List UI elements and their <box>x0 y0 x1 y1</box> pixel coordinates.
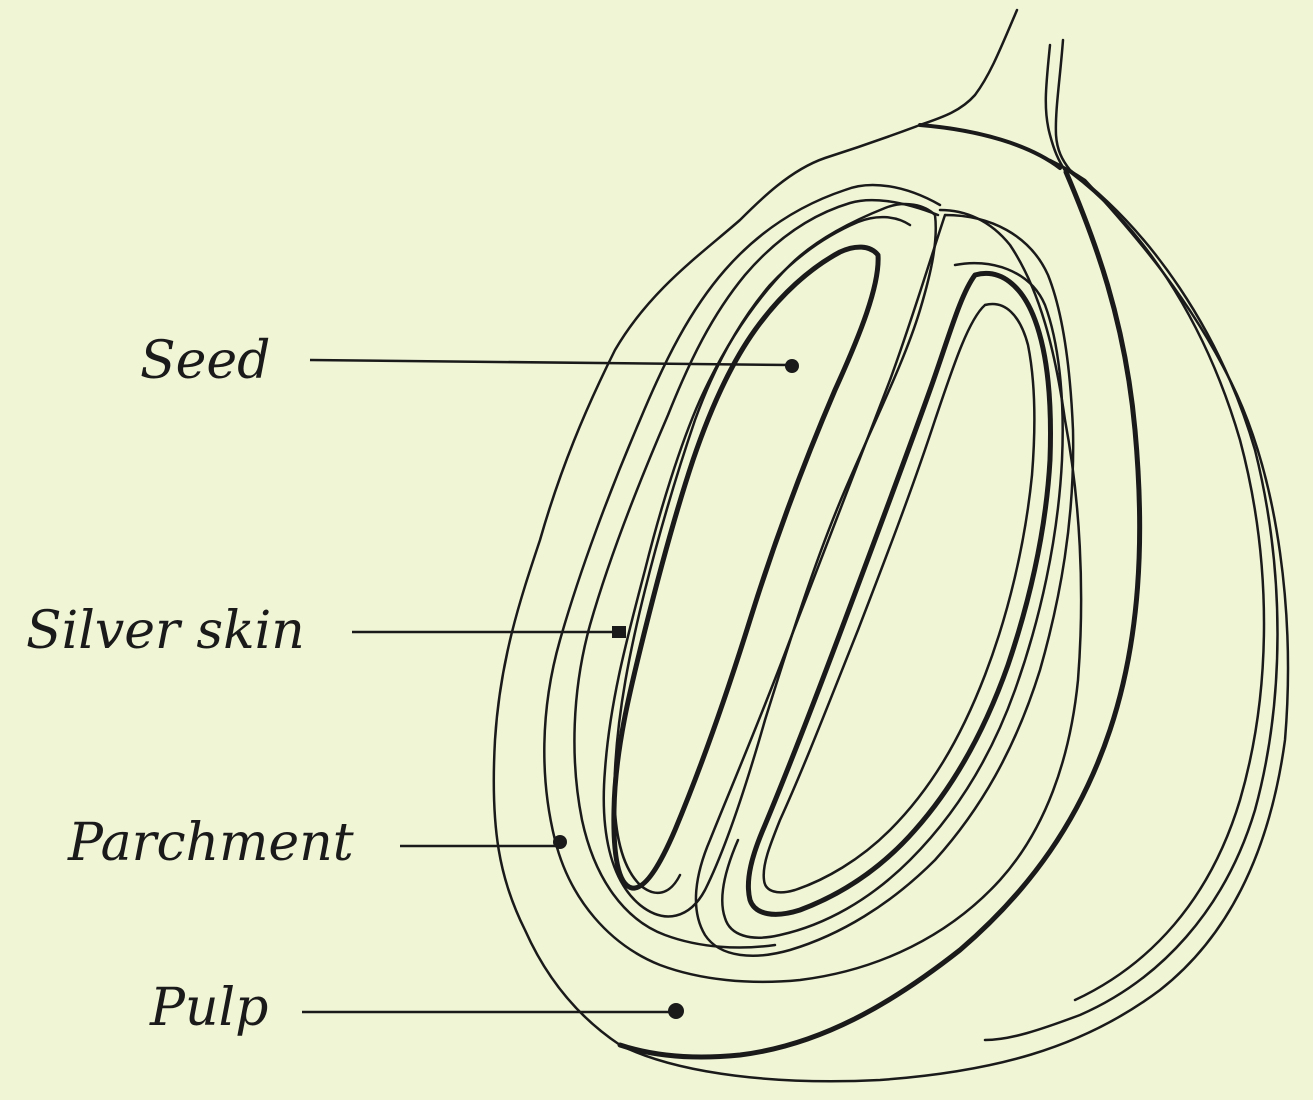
leader-line-silver-skin <box>352 626 626 638</box>
stem <box>920 10 1070 172</box>
leader-line-pulp <box>302 1003 684 1019</box>
leader-line-seed <box>310 359 799 373</box>
label-pulp: Pulp <box>149 978 268 1038</box>
leader-line-parchment <box>400 835 567 849</box>
label-silver-skin: Silver skin <box>26 601 305 661</box>
label-seed: Seed <box>140 331 270 391</box>
label-parchment: Parchment <box>67 813 354 873</box>
right-bean <box>696 215 1073 956</box>
